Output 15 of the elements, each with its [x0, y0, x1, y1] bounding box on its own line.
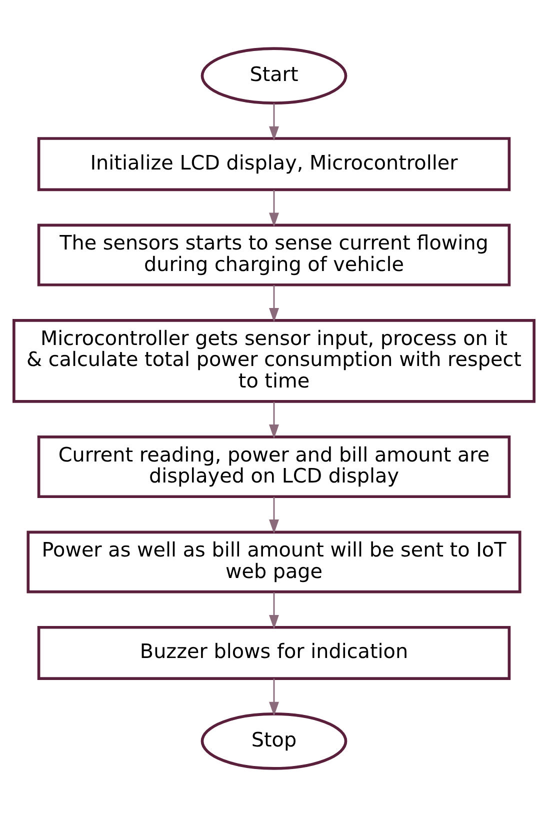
arrow [269, 592, 279, 630]
node-ellipse: Start [200, 47, 348, 104]
arrow [269, 402, 279, 439]
node-box: Current reading, power and bill amount are displayed on LCD display [37, 436, 511, 498]
arrow [269, 678, 279, 716]
arrow [269, 285, 279, 322]
arrow [269, 103, 279, 141]
node-box: The sensors starts to sense current flowing during charging of vehicle [37, 224, 511, 286]
node-box: Buzzer blows for indication [37, 626, 511, 680]
node-box: Initialize LCD display, Microcontroller [37, 137, 511, 192]
arrow [269, 190, 279, 227]
arrow [269, 496, 279, 534]
node-ellipse: Stop [200, 712, 348, 770]
node-box: Power as well as bill amount will be sent to IoT web page [26, 530, 522, 594]
node-box: Microcontroller gets sensor input, process on it & calculate total power consumption with respect to time [12, 318, 536, 403]
